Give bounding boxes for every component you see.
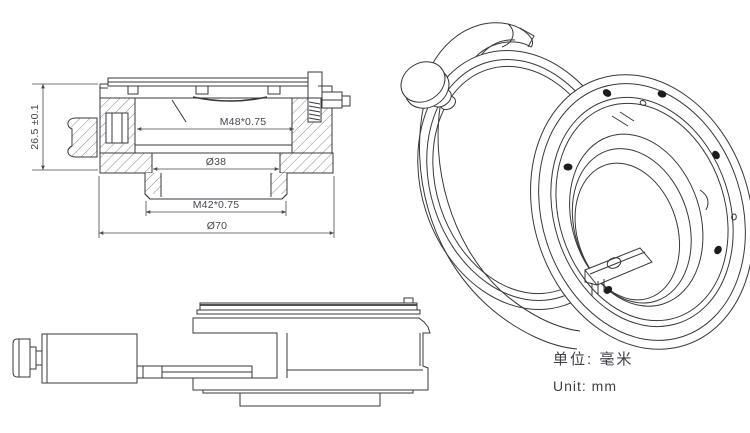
section-view: 26.5 ±0.1 M48*0.75 Ø38 M42*0.75 Ø70 — [29, 71, 351, 238]
dimension-label-height: 26.5 ±0.1 — [29, 104, 41, 150]
dimension-label-d70: Ø70 — [207, 220, 227, 232]
dimension-label-m48: M48*0.75 — [220, 116, 267, 128]
screw-holes — [563, 89, 722, 294]
isometric-view — [400, 22, 750, 350]
unit-label-en: Unit: mm — [553, 378, 617, 394]
unit-annotation: 单位: 毫米 Unit: mm — [553, 348, 633, 394]
dimension-label-m42: M42*0.75 — [193, 199, 240, 211]
dimension-label-d38: Ø38 — [206, 156, 226, 168]
side-view — [12, 297, 431, 407]
unit-label-cn: 单位: 毫米 — [553, 351, 634, 368]
